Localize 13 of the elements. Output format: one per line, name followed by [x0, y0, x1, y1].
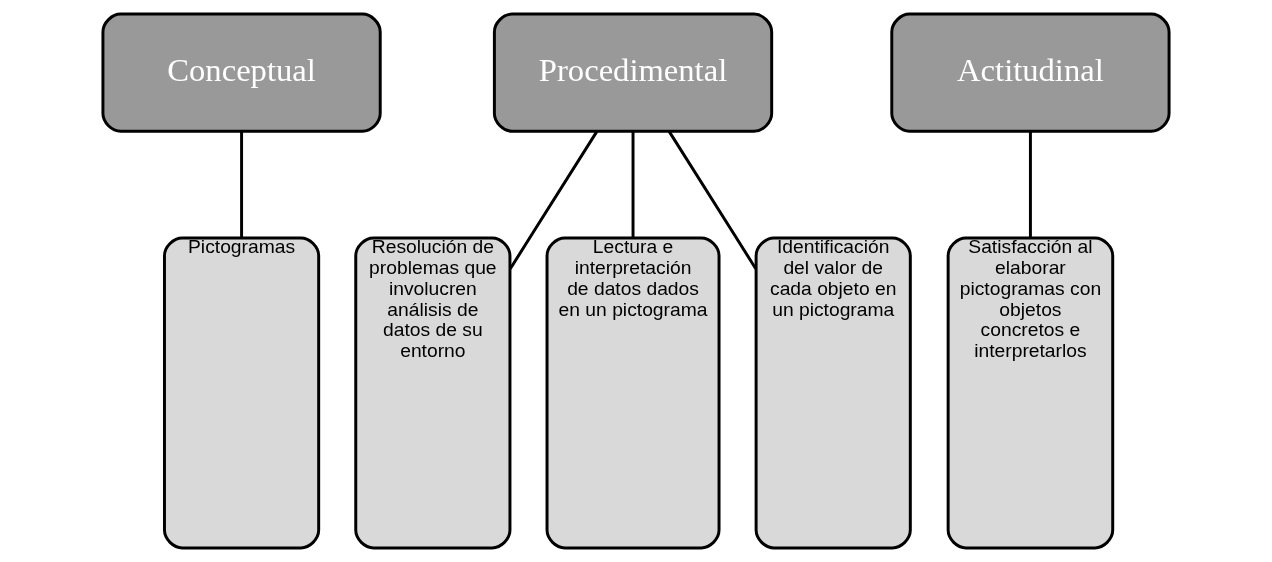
connector	[631, 131, 635, 238]
node-box: Procedimental	[492, 12, 774, 133]
connector	[668, 130, 758, 270]
node-box: Identificación del valor de cada objeto en un pictograma	[754, 236, 912, 550]
node-box: Resolución de problemas que involucren análisis de datos de su entorno	[354, 236, 512, 550]
node-box: Pictogramas	[163, 236, 321, 550]
connector	[1028, 131, 1032, 238]
node-box: Actitudinal	[890, 12, 1171, 133]
connector	[240, 131, 244, 238]
connector	[509, 130, 599, 270]
node-box: Lectura e interpretación de datos dados en un pictograma	[545, 236, 721, 550]
node-box: Conceptual	[101, 12, 382, 133]
node-box: Satisfacción al elaborar pictogramas con objetos concretos e interpretarlos	[946, 236, 1115, 550]
